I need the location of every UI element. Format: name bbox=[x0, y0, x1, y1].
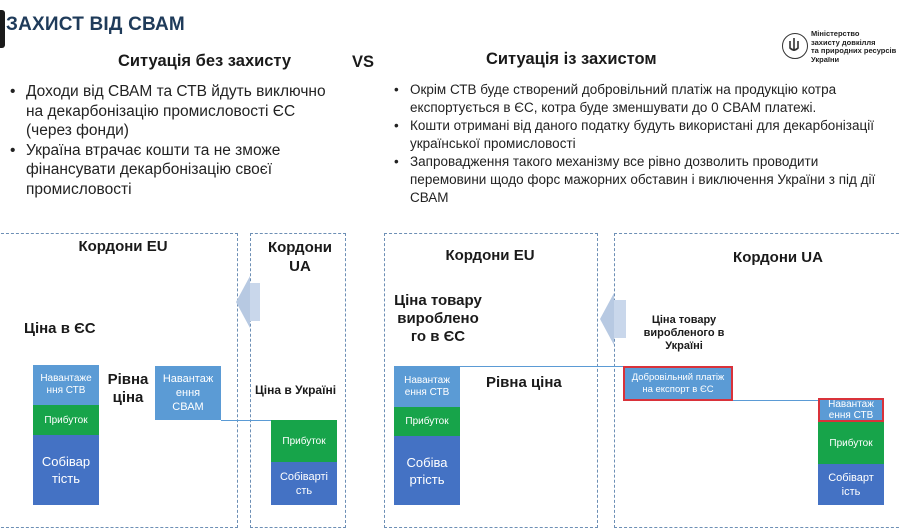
right-heading: Ситуація із захистом bbox=[486, 50, 657, 68]
right-arrow-body bbox=[614, 300, 626, 338]
left-cbam-box: Навантаж ення СВАМ bbox=[155, 366, 221, 420]
left-eu-cost-segment: Собівар тість bbox=[33, 435, 99, 505]
left-ua-cost-segment: Собіварті сть bbox=[271, 462, 337, 505]
corner-marker bbox=[0, 10, 5, 48]
left-bullet-2: Україна втрачає кошти та не зможе фінанс… bbox=[4, 141, 334, 200]
right-eu-profit-segment: Прибуток bbox=[394, 407, 460, 436]
right-price-eu-label: Ціна товару вироблено го в ЄС bbox=[394, 292, 482, 345]
left-ua-border-label: Кордони UA bbox=[267, 239, 333, 275]
right-equal-price-label: Рівна ціна bbox=[486, 374, 562, 391]
right-bullet-3: Запровадження такого механізму все рівно… bbox=[388, 153, 896, 207]
right-connector-line-2 bbox=[733, 400, 819, 401]
right-arrow-icon bbox=[600, 293, 614, 345]
right-bullet-2: Кошти отримані від даного податку будуть… bbox=[388, 117, 896, 153]
right-eu-stv-segment: Навантаж ення СТВ bbox=[394, 366, 460, 407]
right-eu-border-label: Кордони EU bbox=[445, 247, 535, 264]
right-ua-border-label: Кордони UA bbox=[733, 249, 823, 266]
left-eu-stv-segment: Навантаже ння СТВ bbox=[33, 365, 99, 405]
right-connector-line bbox=[460, 366, 624, 367]
right-bullets: Окрім СТВ буде створений добровільний пл… bbox=[388, 81, 896, 207]
left-arrow-body bbox=[250, 283, 260, 321]
left-price-ua-label: Ціна в Україні bbox=[255, 383, 337, 397]
left-eu-border-label: Кордони EU bbox=[78, 238, 168, 255]
right-eu-cost-segment: Собіва ртість bbox=[394, 436, 460, 505]
left-arrow-icon bbox=[236, 276, 250, 328]
left-equal-price-label: Рівна ціна bbox=[107, 371, 149, 406]
ministry-name: Міністерство захисту довкілля та природн… bbox=[811, 29, 897, 64]
right-ua-stv-segment: Навантаж ення СТВ bbox=[818, 398, 884, 422]
right-bullet-1: Окрім СТВ буде створений добровільний пл… bbox=[388, 81, 896, 117]
right-voluntary-payment-box: Добровільний платіж на експорт в ЄС bbox=[623, 366, 733, 401]
left-bullets: Доходи від СВАМ та СТВ йдуть виключно на… bbox=[4, 82, 334, 199]
left-bullet-1: Доходи від СВАМ та СТВ йдуть виключно на… bbox=[4, 82, 334, 141]
right-ua-profit-segment: Прибуток bbox=[818, 422, 884, 464]
left-heading: Ситуація без захисту bbox=[118, 52, 292, 70]
right-price-ua-label: Ціна товару виробленого в Україні bbox=[643, 314, 725, 352]
left-eu-profit-segment: Прибуток bbox=[33, 405, 99, 435]
page-title: ЗАХИСТ ВІД СВАМ bbox=[6, 14, 185, 35]
left-price-eu-label: Ціна в ЄС bbox=[24, 320, 96, 337]
left-connector-line bbox=[221, 420, 273, 421]
trident-emblem-icon bbox=[782, 33, 808, 59]
left-ua-profit-segment: Прибуток bbox=[271, 420, 337, 462]
vs-label: VS bbox=[352, 53, 375, 71]
right-ua-cost-segment: Собіварт ість bbox=[818, 464, 884, 505]
